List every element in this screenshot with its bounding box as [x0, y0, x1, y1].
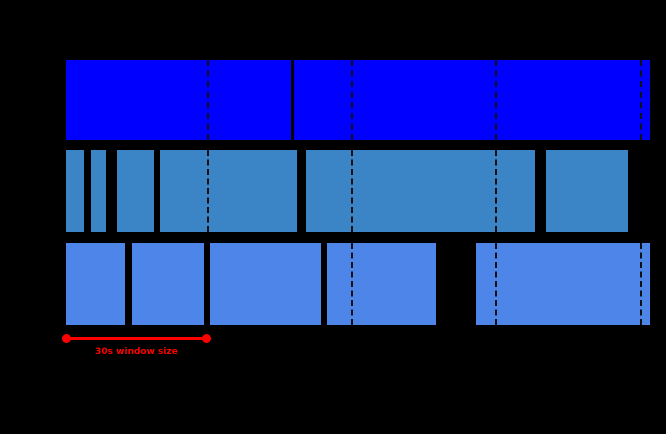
timeline-bar-3-3[interactable]: [210, 243, 321, 325]
timeline-row-1: [0, 60, 666, 140]
window-size-label: 30s window size: [95, 347, 178, 357]
timeline-bar-3-1[interactable]: [66, 243, 125, 325]
window-size-span-cap-right: [202, 334, 211, 343]
timeline-bar-2-1[interactable]: [66, 150, 84, 232]
timeline-bar-3-2[interactable]: [132, 243, 204, 325]
timeline-bar-3-5[interactable]: [476, 243, 650, 325]
timeline-bar-1-2[interactable]: [294, 60, 650, 140]
timeline-row-2: [0, 150, 666, 232]
window-size-span-cap-left: [62, 334, 71, 343]
timeline-bar-2-6[interactable]: [546, 150, 628, 232]
timeline-bar-2-3[interactable]: [117, 150, 154, 232]
timeline-bar-2-4[interactable]: [160, 150, 297, 232]
timeline-bar-3-4[interactable]: [327, 243, 436, 325]
timeline-row-3: [0, 243, 666, 325]
timeline-bar-1-1[interactable]: [66, 60, 291, 140]
timeline-bar-2-5[interactable]: [306, 150, 535, 232]
window-size-span-line: [66, 337, 207, 340]
timeline-bar-2-2[interactable]: [91, 150, 106, 232]
